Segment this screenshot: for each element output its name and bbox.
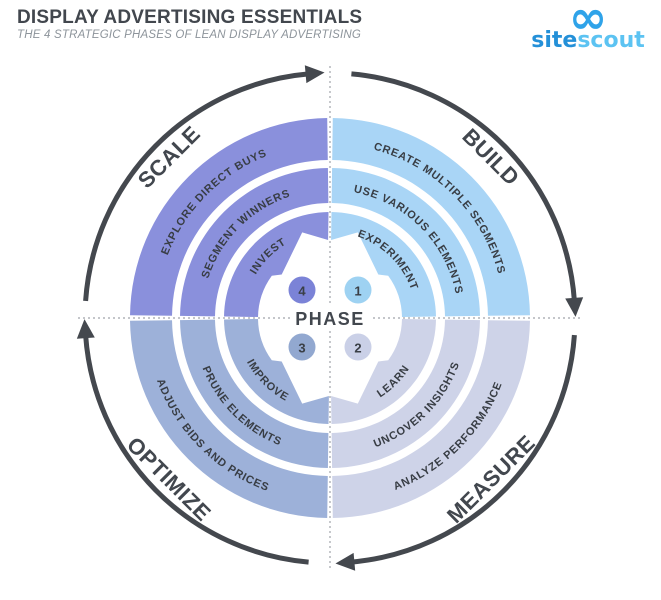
phase-4-number: 4	[298, 284, 306, 299]
phase-3-circle	[288, 333, 316, 361]
logo-wordmark: sitescout	[523, 30, 653, 52]
cycle-arrow-top-left	[83, 65, 325, 302]
phase-4-circle	[288, 276, 316, 304]
quadrant-build	[331, 118, 530, 317]
optimize-inner-ring-arrow	[224, 319, 329, 424]
phase-3-number: 3	[298, 341, 305, 356]
measure-outer-ring	[332, 320, 530, 518]
phase-number-circles: 1 2 3 4	[288, 276, 372, 361]
infinity-icon: ∞	[568, 0, 608, 44]
optimize-outer-ring	[130, 320, 328, 518]
scale-outer-ring	[130, 118, 328, 316]
build-middle-ring	[331, 168, 480, 317]
phase-label-backing	[290, 305, 370, 331]
scale-inner-ring-arrow	[224, 212, 329, 317]
build-outer-ring	[332, 118, 530, 316]
build-inner-ring-arrow	[331, 212, 436, 317]
phase-1-number: 1	[354, 284, 361, 299]
measure-inner-ring-arrow	[331, 319, 436, 424]
optimize-middle-ring	[180, 319, 329, 468]
cycle-arrow-top-right	[351, 71, 584, 317]
phase-2-number: 2	[354, 341, 361, 356]
logo-scout-text: scout	[577, 28, 645, 53]
phase-2-circle	[344, 333, 372, 361]
cycle-arrows	[76, 65, 584, 571]
logo-site-text: site	[531, 28, 578, 53]
measure-middle-ring	[331, 319, 480, 468]
cycle-arrow-bottom-right	[335, 334, 577, 571]
scale-middle-ring	[180, 168, 329, 317]
phase-1-circle	[344, 276, 372, 304]
quadrant-optimize	[130, 319, 329, 518]
quadrant-measure	[331, 319, 530, 518]
sitescout-logo: ∞ sitescout	[523, 0, 653, 52]
cycle-arrow-bottom-left	[76, 319, 309, 565]
page-title: DISPLAY ADVERTISING ESSENTIALS	[17, 7, 363, 28]
center-phase-label: PHASE	[295, 309, 365, 329]
header: DISPLAY ADVERTISING ESSENTIALS THE 4 STR…	[17, 7, 362, 41]
page-subtitle: THE 4 STRATEGIC PHASES OF LEAN DISPLAY A…	[17, 29, 362, 41]
quadrant-scale	[130, 118, 329, 317]
